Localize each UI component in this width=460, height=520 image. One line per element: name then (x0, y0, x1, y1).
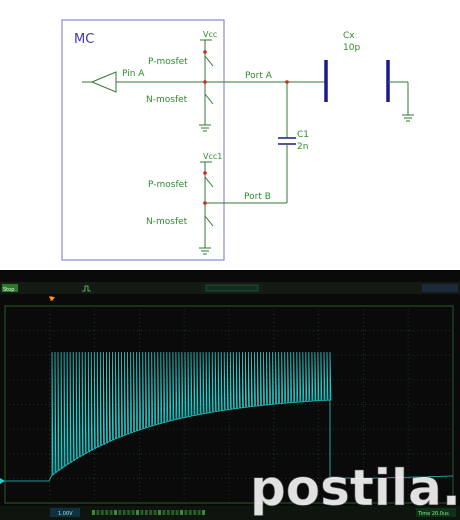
scope-status-box (2, 284, 18, 292)
scope-button (153, 510, 157, 515)
scope-button (118, 510, 122, 515)
n-mosfet-top-switch (204, 93, 214, 105)
scope-bottom-bar (0, 506, 460, 520)
node-top-vcc (203, 50, 207, 54)
ch1-scale-label: 1.00V (58, 511, 73, 517)
trigger-icon (82, 285, 91, 292)
p-mosfet-top-label: P-mosfet (148, 57, 188, 67)
port-b-label: Port B (244, 192, 271, 202)
n-mosfet-bottom-switch (204, 215, 214, 227)
scope-button (136, 510, 139, 515)
p-mosfet-bottom-switch (204, 176, 214, 188)
scope-grid (5, 306, 453, 503)
buffer-triangle (90, 71, 117, 93)
watermark-text: postila.ru (250, 459, 460, 517)
p-mosfet-bottom-label: P-mosfet (148, 180, 188, 190)
scope-button (184, 510, 188, 515)
scope-button (140, 510, 144, 515)
cx-value-label: 10p (343, 43, 360, 53)
scope-button (92, 510, 95, 515)
port-a-label: Port A (245, 71, 273, 81)
ch1-scale-box (50, 508, 80, 517)
scope-status-label: Stop (3, 287, 14, 293)
scope-button (149, 510, 153, 515)
p-mosfet-top-switch (204, 55, 214, 67)
vcc-bottom-label: Vcc1 (203, 152, 222, 161)
scope-memory-bar (205, 284, 259, 292)
scope-button (100, 510, 104, 515)
scope-button (131, 510, 135, 515)
pin-a-label: Pin A (122, 69, 145, 79)
node-bottom-vcc (203, 171, 207, 175)
scope-button (127, 510, 131, 515)
cx-name-label: Cx (343, 31, 355, 41)
scope-button (109, 510, 113, 515)
scope-channel-box (422, 284, 458, 292)
trigger-pointer (49, 297, 55, 301)
mc-box (61, 19, 225, 261)
scope-button (105, 510, 109, 515)
circuit-schematic: MC Pin A Vcc P-mosfet N-mosfet Port A Cx… (61, 19, 414, 261)
n-mosfet-top-label: N-mosfet (146, 95, 188, 105)
trigger-marker: T (48, 296, 53, 303)
time-scale-box (416, 508, 456, 517)
scope-button (193, 510, 197, 515)
scope-button (175, 510, 179, 515)
scope-button (144, 510, 148, 515)
scope-button (166, 510, 170, 515)
scope-button (158, 510, 161, 515)
mc-label: MC (74, 32, 94, 47)
ch1-ground-marker (0, 478, 5, 484)
scope-button (188, 510, 192, 515)
scope-button (180, 510, 183, 515)
scope-button (197, 510, 201, 515)
scope-button (114, 510, 117, 515)
oscilloscope-screenshot: Stop T 1.00V Time 20.0us postila.ru (0, 270, 460, 520)
scope-button (202, 510, 205, 515)
waveform-trace (5, 351, 454, 482)
time-scale-label: Time 20.0us (417, 511, 449, 517)
scope-button-row (92, 510, 205, 515)
scope-button (122, 510, 126, 515)
c1-name-label: C1 (297, 130, 309, 140)
vcc-top-label: Vcc (203, 30, 217, 39)
scope-button (96, 510, 100, 515)
c1-value-label: 2n (297, 142, 308, 152)
scope-button (162, 510, 166, 515)
scope-button (171, 510, 175, 515)
n-mosfet-bottom-label: N-mosfet (146, 217, 188, 227)
